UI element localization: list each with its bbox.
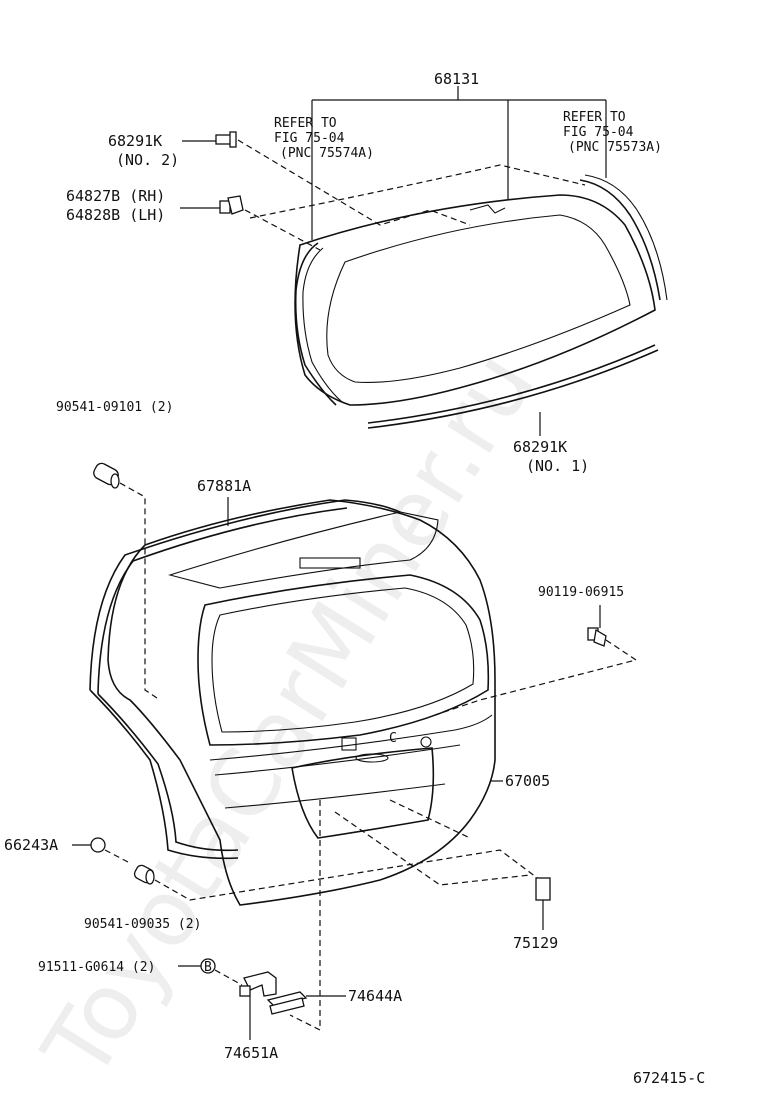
label-66243a: 66243A: [4, 836, 58, 854]
label-refer-right-3: (PNC 75573A): [568, 140, 662, 155]
marker-c: C: [389, 731, 397, 746]
callout-68131-bracket: [311, 86, 607, 240]
plug-66243a: [72, 837, 106, 853]
label-64827b: 64827B (RH): [66, 187, 165, 205]
marker-b: B: [204, 960, 212, 975]
label-67005: 67005: [505, 772, 550, 790]
back-door-glass: [294, 194, 656, 406]
label-68291k-no1: 68291K: [513, 438, 567, 456]
label-90119-06915: 90119-06915: [538, 585, 624, 600]
glass-side-moulding-right: [579, 174, 668, 301]
clip-68291k-no2: [182, 131, 237, 148]
bolt-90119-06915: [587, 605, 607, 647]
weatherstrip-67881a: [89, 497, 401, 860]
spacer-64827b: [180, 195, 244, 215]
label-refer-right-2: FIG 75-04: [563, 125, 634, 140]
stopper-90541-09101: [93, 462, 120, 489]
label-68291k-no1-qty: (NO. 1): [526, 457, 589, 475]
glass-lower-moulding: [367, 344, 659, 429]
label-68291k-no2-qty: (NO. 2): [116, 151, 179, 169]
label-90541-09035: 90541-09035 (2): [84, 917, 201, 932]
glass-side-moulding-left: [294, 242, 343, 406]
label-74644a: 74644A: [348, 987, 402, 1005]
label-90541-09101: 90541-09101 (2): [56, 400, 173, 415]
watermark-text: ToyotaCarMiner.ru: [22, 333, 555, 1097]
label-refer-left-2: FIG 75-04: [274, 131, 345, 146]
label-74651a: 74651A: [224, 1044, 278, 1062]
stopper-90541-09035: [133, 864, 155, 885]
label-64828b: 64828B (LH): [66, 206, 165, 224]
label-91511-g0614: 91511-G0614 (2): [38, 960, 155, 975]
label-68131: 68131: [434, 70, 479, 88]
figure-code: 672415-C: [633, 1069, 705, 1087]
label-holder-75129: [535, 877, 551, 930]
bracket-74651a: [239, 971, 277, 1040]
label-75129: 75129: [513, 934, 558, 952]
label-refer-left-1: REFER TO: [274, 116, 337, 131]
label-refer-left-3: (PNC 75574A): [280, 146, 374, 161]
label-68291k-no2: 68291K: [108, 132, 162, 150]
label-refer-right-1: REFER TO: [563, 110, 626, 125]
label-67881a: 67881A: [197, 477, 251, 495]
lamp-74644a: [266, 991, 346, 1015]
